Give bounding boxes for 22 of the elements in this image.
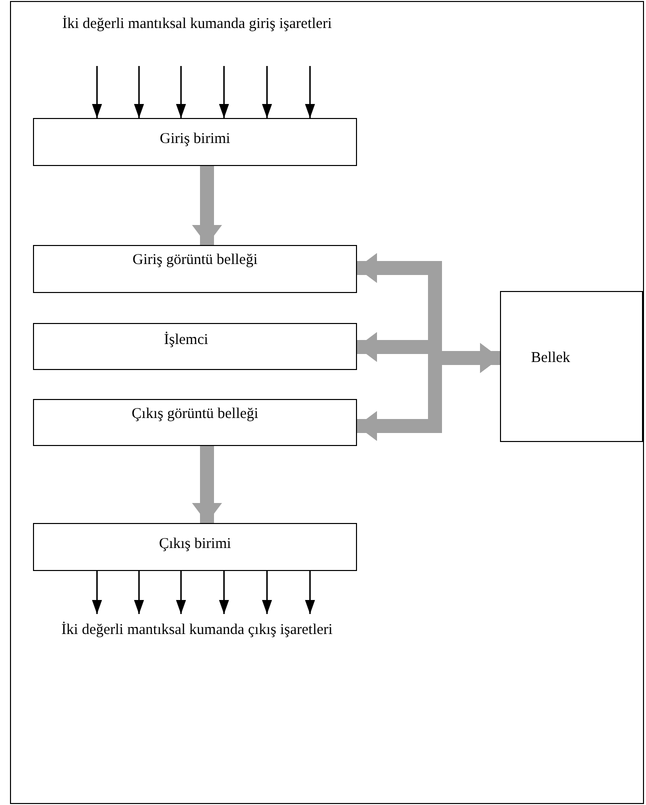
signal-caption: İki değerli mantıksal kumanda çıkış işaretleri: [27, 622, 367, 639]
arrow: [305, 571, 315, 614]
bus-arrow: [192, 166, 222, 245]
arrow: [134, 571, 144, 614]
arrow: [176, 66, 186, 118]
arrow: [219, 571, 229, 614]
arrow: [92, 571, 102, 614]
block-box: Çıkış görüntü belleği: [33, 399, 357, 446]
arrow: [262, 571, 272, 614]
arrow: [305, 66, 315, 118]
block-box: İşlemci: [33, 323, 357, 370]
block-box: Giriş görüntü belleği: [33, 245, 357, 293]
bus-arrow: [192, 446, 222, 523]
arrow: [219, 66, 229, 118]
block-box: Bellek: [500, 291, 643, 442]
arrow: [176, 571, 186, 614]
signal-caption: İki değerli mantıksal kumanda giriş işaretleri: [27, 16, 367, 33]
block-box: Çıkış birimi: [33, 523, 357, 571]
block-box: Giriş birimi: [33, 118, 357, 166]
arrow: [92, 66, 102, 118]
arrow: [262, 66, 272, 118]
arrow: [134, 66, 144, 118]
